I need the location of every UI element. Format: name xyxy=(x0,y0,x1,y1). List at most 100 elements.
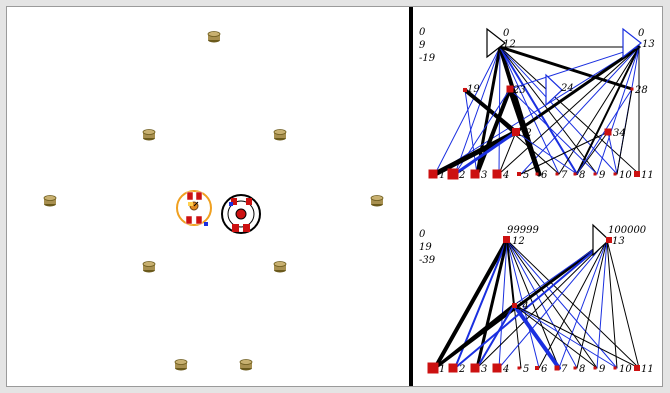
robot-black[interactable] xyxy=(221,194,261,234)
weight-edge xyxy=(506,239,515,306)
input-node xyxy=(427,362,439,374)
output-node-13 xyxy=(606,237,612,243)
input-label: 10 xyxy=(619,364,632,375)
weight-edge xyxy=(509,46,640,90)
weight-edge xyxy=(606,239,618,369)
input-label: 1 xyxy=(439,170,445,181)
weight-edge xyxy=(498,46,640,175)
weight-edge xyxy=(475,238,509,370)
input-node xyxy=(593,366,597,370)
input-node xyxy=(535,366,539,370)
puck xyxy=(370,195,384,207)
puck xyxy=(273,261,287,273)
input-label: 3 xyxy=(481,170,487,181)
weight-edge xyxy=(576,46,640,175)
robot-orange[interactable] xyxy=(176,190,212,226)
weight-edge xyxy=(454,46,501,175)
input-node xyxy=(492,169,502,179)
hidden-label: 23 xyxy=(512,85,526,96)
input-label: 9 xyxy=(599,170,606,181)
hidden-label: 32 xyxy=(519,128,532,139)
hidden-neuron-24 xyxy=(545,73,563,107)
weight-edge xyxy=(498,239,608,369)
input-node xyxy=(492,363,502,373)
weight-edge xyxy=(432,129,519,177)
readout-value: 9 xyxy=(419,40,426,51)
input-label: 5 xyxy=(523,364,529,375)
weight-edge xyxy=(513,239,608,306)
output-neuron-12 xyxy=(486,27,506,59)
input-node xyxy=(428,169,438,179)
input-node xyxy=(573,172,577,176)
output-top-label: 99999 xyxy=(507,225,539,236)
hidden-label: 24 xyxy=(515,301,529,312)
readout-value: 19 xyxy=(419,242,432,253)
puck xyxy=(273,129,287,141)
weight-edge xyxy=(616,88,633,175)
weight-edge xyxy=(498,239,508,369)
weight-edge xyxy=(576,131,609,175)
output-top-label: 0 xyxy=(638,28,645,39)
weight-edge xyxy=(509,88,598,175)
readout-value: 0 xyxy=(419,27,426,38)
weight-edge xyxy=(433,238,509,370)
output-bottom-label: 13 xyxy=(612,236,625,247)
input-node xyxy=(593,172,597,176)
input-node xyxy=(470,169,480,179)
weight-edge xyxy=(499,46,560,175)
hidden-node xyxy=(512,128,520,136)
readout-value: -19 xyxy=(419,53,436,64)
weight-edge xyxy=(606,239,640,369)
input-node xyxy=(613,366,617,370)
input-label: 10 xyxy=(619,170,632,181)
input-label: 8 xyxy=(579,364,585,375)
output-node-12 xyxy=(503,236,510,243)
input-node xyxy=(470,363,480,373)
input-label: 2 xyxy=(458,364,465,375)
output-bottom-label: 12 xyxy=(512,236,525,247)
input-node xyxy=(535,172,539,176)
input-node xyxy=(634,365,640,371)
output-neuron-13 xyxy=(622,27,642,59)
input-node xyxy=(448,363,458,373)
weight-edge xyxy=(520,46,640,175)
input-node xyxy=(634,171,640,177)
output-top-label: 0 xyxy=(503,28,510,39)
input-label: 4 xyxy=(502,364,509,375)
weight-edge xyxy=(453,130,518,176)
weight-edge xyxy=(498,131,517,175)
puck xyxy=(142,129,156,141)
hidden-label: 24 xyxy=(560,83,574,94)
weight-edge xyxy=(476,304,515,369)
input-label: 11 xyxy=(641,364,654,375)
weight-edge xyxy=(454,239,608,369)
weight-edge xyxy=(507,86,542,177)
weight-edge xyxy=(513,304,618,369)
input-node xyxy=(447,168,459,180)
puck xyxy=(43,195,57,207)
weight-edge xyxy=(499,46,618,175)
weight-edge xyxy=(607,131,618,175)
weight-edge xyxy=(498,46,501,175)
weight-edge xyxy=(515,131,578,175)
hidden-node xyxy=(463,88,467,92)
input-node xyxy=(573,366,577,370)
input-label: 9 xyxy=(599,364,606,375)
simulation-arena[interactable] xyxy=(7,7,409,386)
puck xyxy=(239,359,253,371)
input-label: 3 xyxy=(481,364,487,375)
hidden-label: 28 xyxy=(634,85,648,96)
puck xyxy=(142,261,156,273)
weight-edge xyxy=(498,45,634,91)
output-neuron-13 xyxy=(592,223,610,257)
input-node xyxy=(554,365,560,371)
input-label: 7 xyxy=(561,364,568,375)
input-node xyxy=(517,172,521,176)
hidden-label: 19 xyxy=(467,84,480,95)
hidden-node xyxy=(604,128,612,136)
input-label: 5 xyxy=(523,170,529,181)
weight-edge xyxy=(514,45,641,134)
